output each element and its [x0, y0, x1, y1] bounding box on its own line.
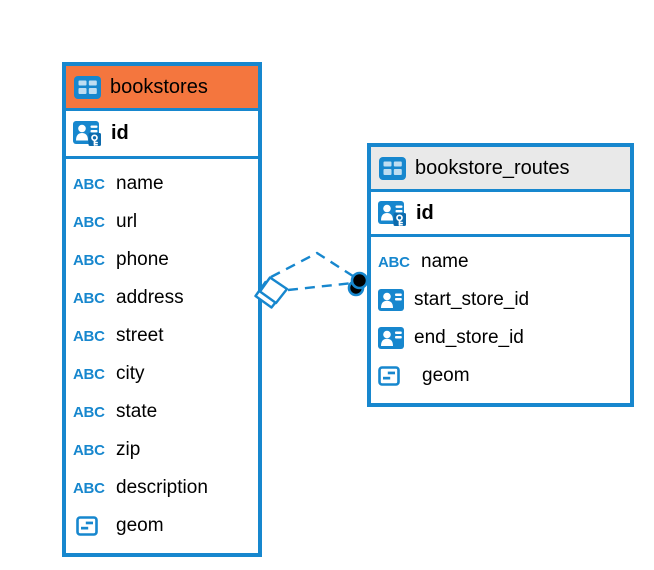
column-row-end-store-id[interactable]: end_store_id	[371, 319, 630, 357]
column-label: street	[116, 325, 164, 346]
column-row-id[interactable]: id	[66, 111, 258, 159]
dot-marker-back	[347, 279, 365, 297]
primary-key-icon	[73, 121, 101, 146]
column-label: zip	[116, 439, 141, 460]
table-bookstores-header[interactable]: bookstores	[66, 66, 258, 111]
text-type-icon: ABC	[73, 441, 105, 459]
column-row-url[interactable]: ABC url	[66, 203, 258, 241]
relationship-line-lower[interactable]	[287, 281, 354, 292]
table-title: bookstore_routes	[415, 156, 570, 179]
text-type-icon: ABC	[73, 213, 105, 231]
text-type-icon: ABC	[73, 327, 105, 345]
column-label: start_store_id	[414, 289, 530, 310]
column-label: geom	[422, 365, 470, 386]
text-type-icon: ABC	[73, 479, 105, 497]
text-type-icon: ABC	[73, 251, 105, 269]
table-title: bookstores	[110, 75, 208, 98]
table-bookstore-routes-header[interactable]: bookstore_routes	[371, 147, 630, 192]
text-type-icon: ABC	[73, 403, 105, 421]
column-label: phone	[116, 249, 169, 270]
reference-type-icon	[378, 327, 404, 349]
column-row-geom[interactable]: geom	[66, 507, 258, 545]
text-type-icon: ABC	[378, 253, 410, 271]
column-row-zip[interactable]: ABC zip	[66, 431, 258, 469]
column-label: state	[116, 401, 158, 422]
column-row-name[interactable]: ABC name	[371, 243, 630, 281]
column-label: city	[116, 363, 145, 384]
geometry-type-icon	[378, 366, 400, 386]
column-row-address[interactable]: ABC address	[66, 279, 258, 317]
column-label: description	[116, 477, 208, 498]
dot-marker-front	[350, 271, 369, 290]
geometry-type-icon	[76, 516, 98, 536]
primary-key-icon	[378, 201, 406, 226]
column-row-description[interactable]: ABC description	[66, 469, 258, 507]
table-bookstores[interactable]: bookstores id ABC name ABC url ABC phone…	[62, 62, 262, 557]
column-label: url	[116, 211, 138, 232]
table-icon	[379, 157, 406, 180]
column-label: end_store_id	[414, 327, 524, 348]
column-list: ABC name ABC url ABC phone ABC address A…	[66, 159, 258, 553]
text-type-icon: ABC	[73, 175, 105, 193]
column-row-id[interactable]: id	[371, 192, 630, 237]
column-row-start-store-id[interactable]: start_store_id	[371, 281, 630, 319]
column-label: address	[116, 287, 184, 308]
column-label: name	[116, 173, 164, 194]
column-row-street[interactable]: ABC street	[66, 317, 258, 355]
column-row-name[interactable]: ABC name	[66, 165, 258, 203]
column-row-geom[interactable]: geom	[371, 357, 630, 395]
text-type-icon: ABC	[73, 365, 105, 383]
table-bookstore-routes[interactable]: bookstore_routes id ABC name start_store…	[367, 143, 634, 407]
diamond-marker-front	[258, 276, 289, 305]
table-icon	[74, 76, 101, 99]
column-label: id	[111, 122, 129, 144]
column-label: name	[421, 251, 469, 272]
relationship-line-upper[interactable]	[270, 251, 357, 280]
column-row-city[interactable]: ABC city	[66, 355, 258, 393]
column-label: geom	[116, 515, 164, 536]
text-type-icon: ABC	[73, 289, 105, 307]
column-row-state[interactable]: ABC state	[66, 393, 258, 431]
column-row-phone[interactable]: ABC phone	[66, 241, 258, 279]
reference-type-icon	[378, 289, 404, 311]
column-label: id	[416, 201, 434, 224]
column-list: ABC name start_store_id end_store_id geo…	[371, 237, 630, 403]
